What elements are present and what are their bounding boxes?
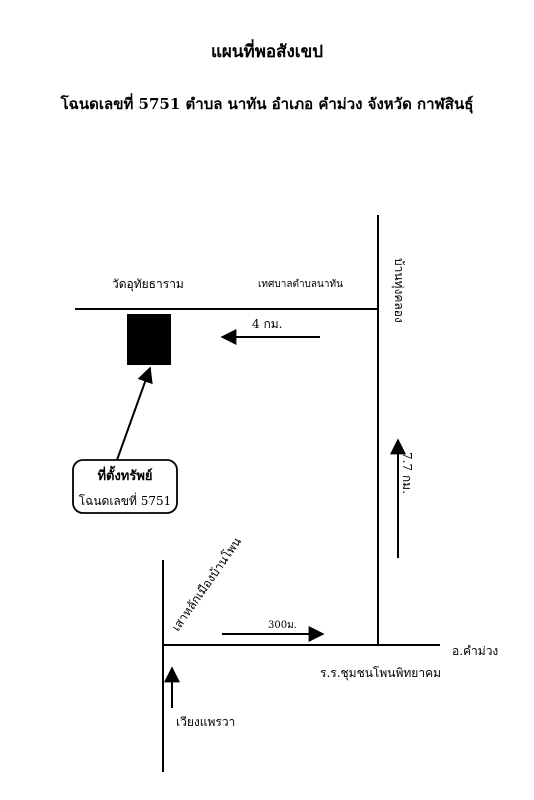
distance-4km: 4 กม. xyxy=(252,317,282,331)
distance-300m: 300ม. xyxy=(268,620,297,631)
property-plot xyxy=(127,314,171,365)
page-title: แผนที่พอสังเขป xyxy=(210,42,324,62)
label-school: ร.ร.ชุมชนโพนพิทยาคม xyxy=(320,666,441,681)
label-municipality: เทศบาลตำบลนาทัน xyxy=(258,279,343,290)
property-label-line2: โฉนดเลขที่ 5751 xyxy=(79,492,172,508)
property-pointer-arrow xyxy=(116,366,153,461)
label-pillar: เสาหลักเมืองบ้านโพน xyxy=(169,535,244,634)
label-wiang: เวียงแพรวา xyxy=(176,715,235,729)
property-label-line1: ที่ตั้งทรัพย์ xyxy=(97,465,152,484)
label-village: บ้านทุ่งคลอง xyxy=(391,258,406,323)
property-label-box xyxy=(72,459,178,514)
label-temple: วัดอุทัยธาราม xyxy=(112,277,184,292)
page-subtitle: โฉนดเลขที่ 5751 ตำบล นาทัน อำเภอ คำม่วง … xyxy=(60,95,474,113)
distance-7-7km: 7.7 กม. xyxy=(400,452,414,494)
label-district: อ.คำม่วง xyxy=(452,644,498,658)
